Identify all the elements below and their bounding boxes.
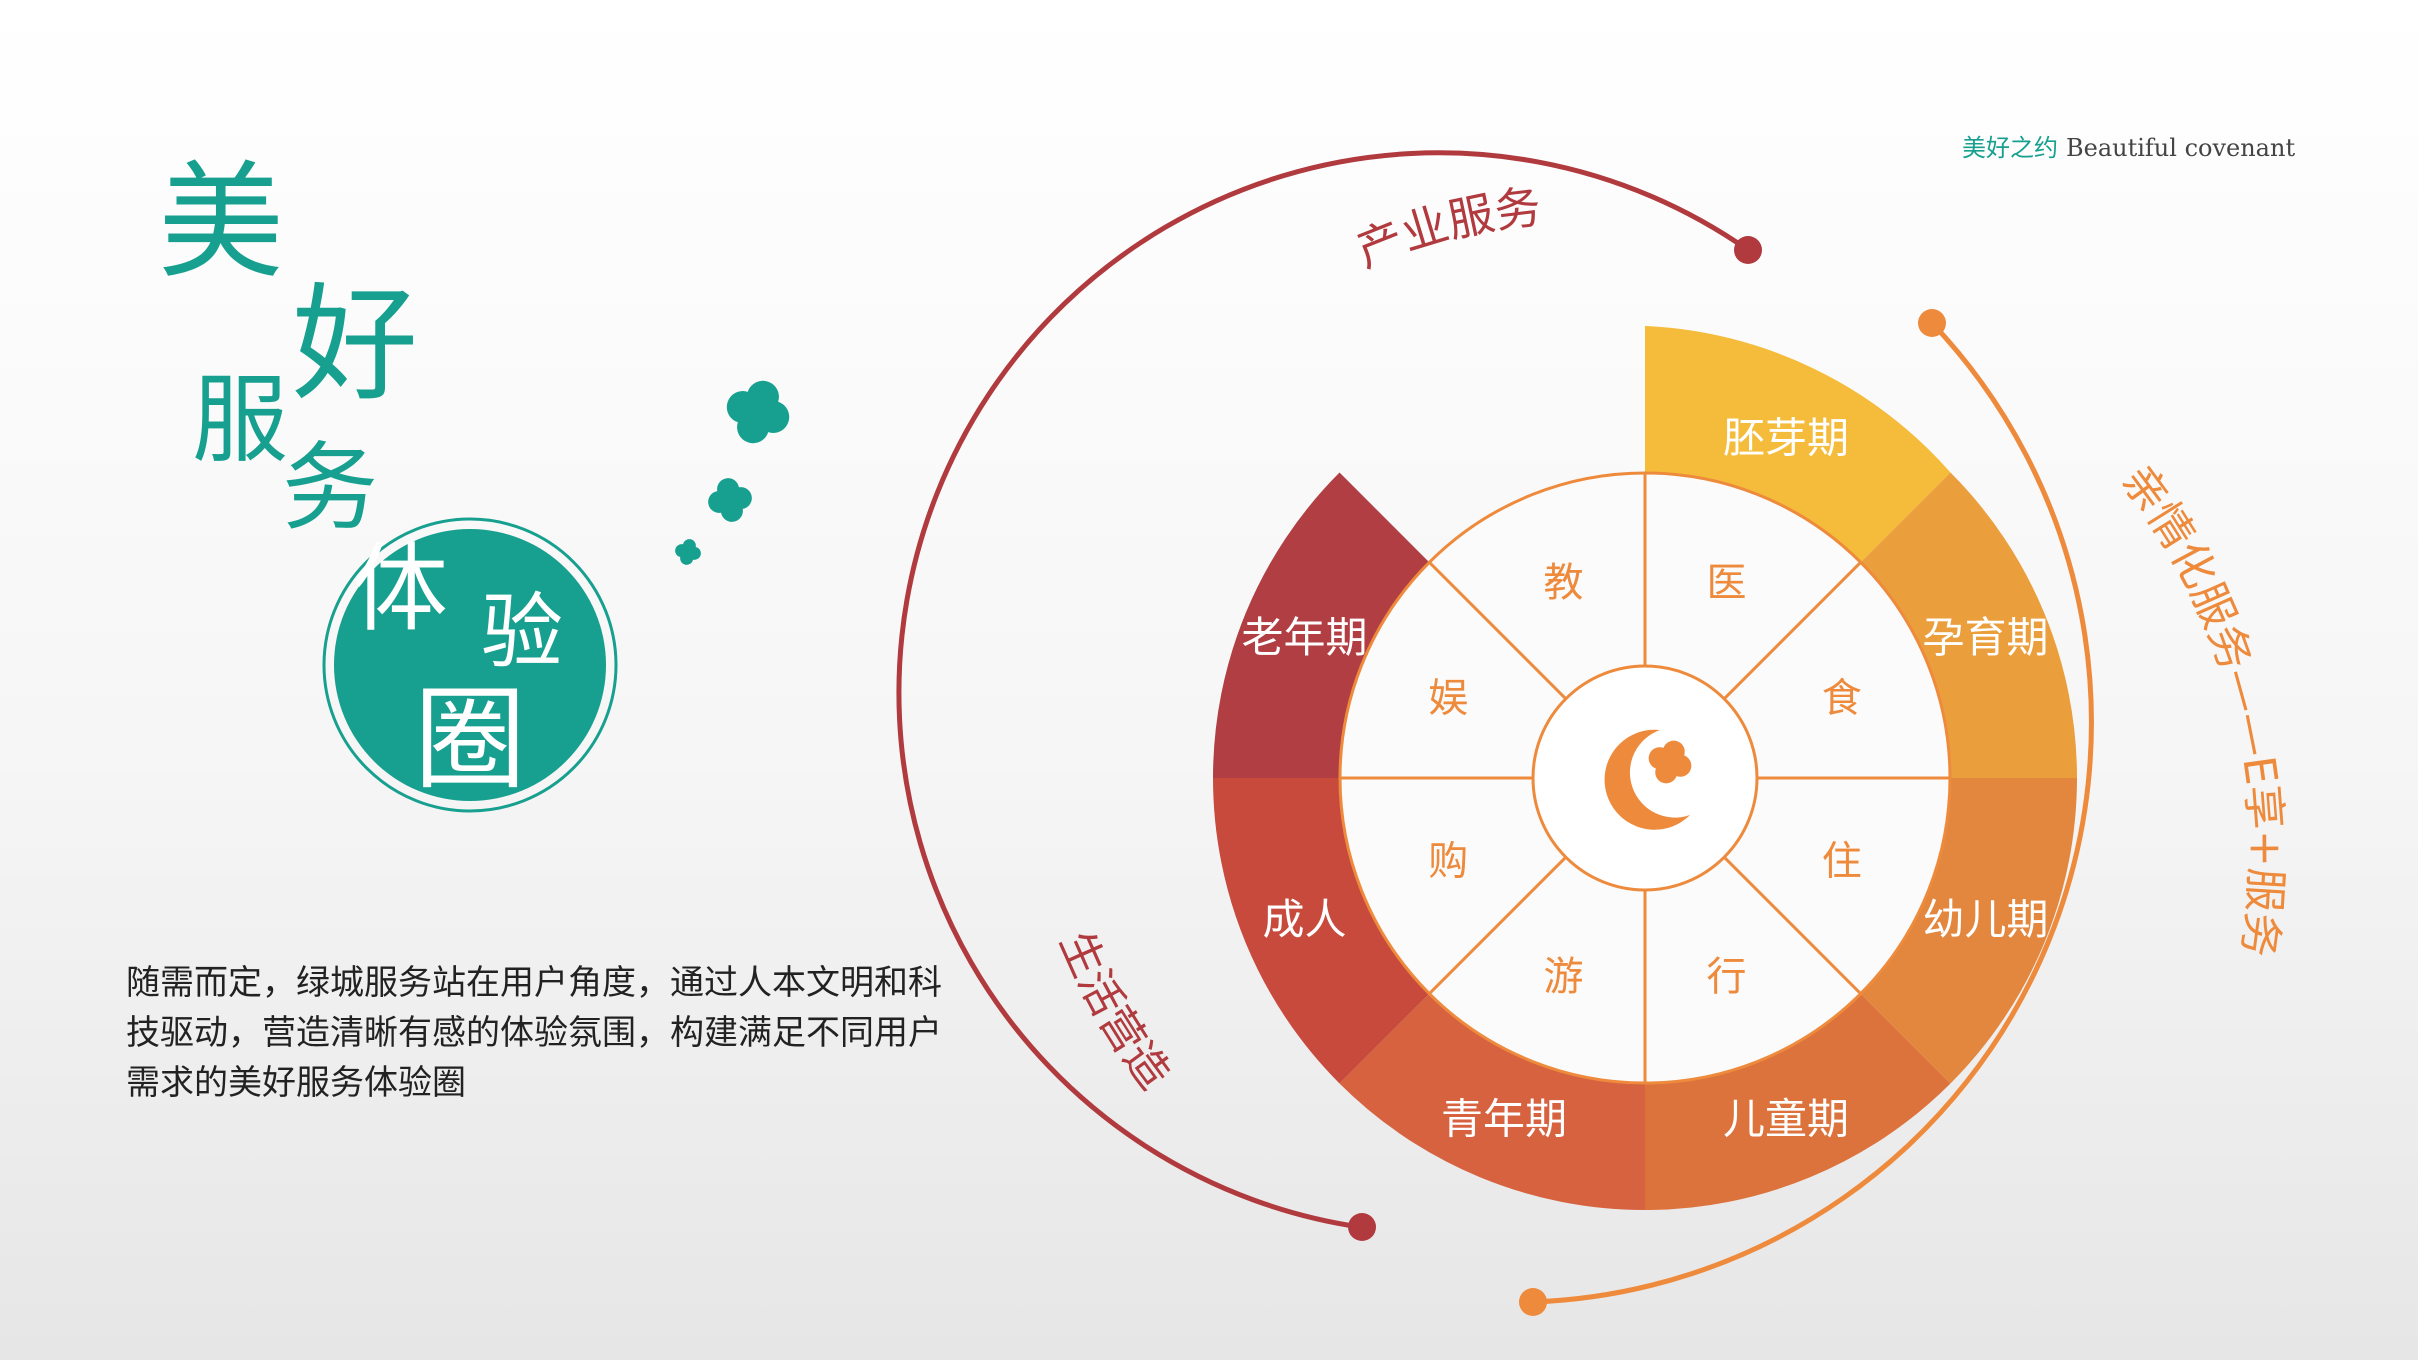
- family-arc-dot-bottom: [1519, 1288, 1547, 1316]
- clover-icon: [672, 536, 704, 568]
- lifestyle-arc-dot: [1348, 1213, 1376, 1241]
- industry-arc: [896, 150, 1750, 1230]
- need-label: 行: [1707, 954, 1747, 1000]
- industry-label: 产业服务: [1349, 180, 1544, 278]
- need-label: 游: [1543, 954, 1583, 1000]
- stage-segment: [1860, 472, 2077, 778]
- need-label: 住: [1822, 839, 1862, 885]
- stage-segment: [1339, 993, 1645, 1210]
- family-label-path: 亲情化服务——E享+服务: [2111, 456, 2290, 960]
- lifestyle-label-path: 生活营造: [1050, 924, 1180, 1099]
- stage-label: 成人: [1263, 895, 1347, 944]
- stage-segment: [1213, 472, 1430, 778]
- stage-label: 胚芽期: [1723, 414, 1849, 463]
- stage-label: 孕育期: [1922, 613, 2048, 662]
- stage-label: 幼儿期: [1922, 895, 2048, 944]
- title-char-4: 务: [282, 432, 378, 544]
- family-arc: [1532, 321, 2094, 1305]
- spoke-line: [1428, 561, 1567, 700]
- industry-label-path: 产业服务: [1349, 180, 1544, 278]
- outer-arcs: [896, 150, 2094, 1316]
- spoke-line: [1723, 856, 1862, 995]
- title-char-6: 验: [481, 585, 563, 680]
- industry-arc-dot: [1734, 236, 1762, 264]
- need-label: 教: [1543, 560, 1583, 606]
- moon-clover-icon: [1531, 664, 1759, 892]
- title-char-2: 好: [292, 271, 418, 418]
- title-char-7: 圈: [414, 675, 526, 805]
- description-text: 随需而定，绿城服务站在用户角度，通过人本文明和科技驱动，营造清晰有感的体验氛围，…: [126, 963, 942, 1103]
- need-label: 医: [1707, 560, 1747, 606]
- spoke-line: [1723, 561, 1862, 700]
- title-char-5: 体: [352, 533, 448, 645]
- stage-segment: [1645, 993, 1951, 1210]
- family-label: 亲情化服务——E享+服务: [2111, 456, 2290, 960]
- stage-label: 青年期: [1441, 1094, 1567, 1143]
- need-label: 娱: [1428, 675, 1468, 721]
- title-char-1: 美: [158, 149, 284, 296]
- title-badge: 体 验 圈: [322, 517, 618, 813]
- deco-clovers: [672, 371, 799, 568]
- stage-segment: [1213, 778, 1430, 1084]
- brand-tagline: 美好之约 Beautiful covenant: [1962, 128, 2295, 163]
- stage-label: 儿童期: [1723, 1094, 1849, 1143]
- stage-label: 老年期: [1242, 613, 1368, 662]
- need-label: 购: [1428, 839, 1468, 885]
- brand-en: Beautiful covenant: [2066, 134, 2296, 162]
- clover-icon: [704, 474, 756, 526]
- spoke-line: [1428, 856, 1567, 995]
- clover-icon: [717, 371, 799, 453]
- brand-cn: 美好之约: [1962, 134, 2058, 162]
- lifestyle-label: 生活营造: [1050, 924, 1180, 1099]
- stage-segment: [1645, 326, 1951, 563]
- need-label: 食: [1822, 675, 1862, 721]
- family-arc-dot-top: [1918, 309, 1946, 337]
- title-char-3: 服: [192, 364, 288, 476]
- stage-segment: [1860, 778, 2077, 1084]
